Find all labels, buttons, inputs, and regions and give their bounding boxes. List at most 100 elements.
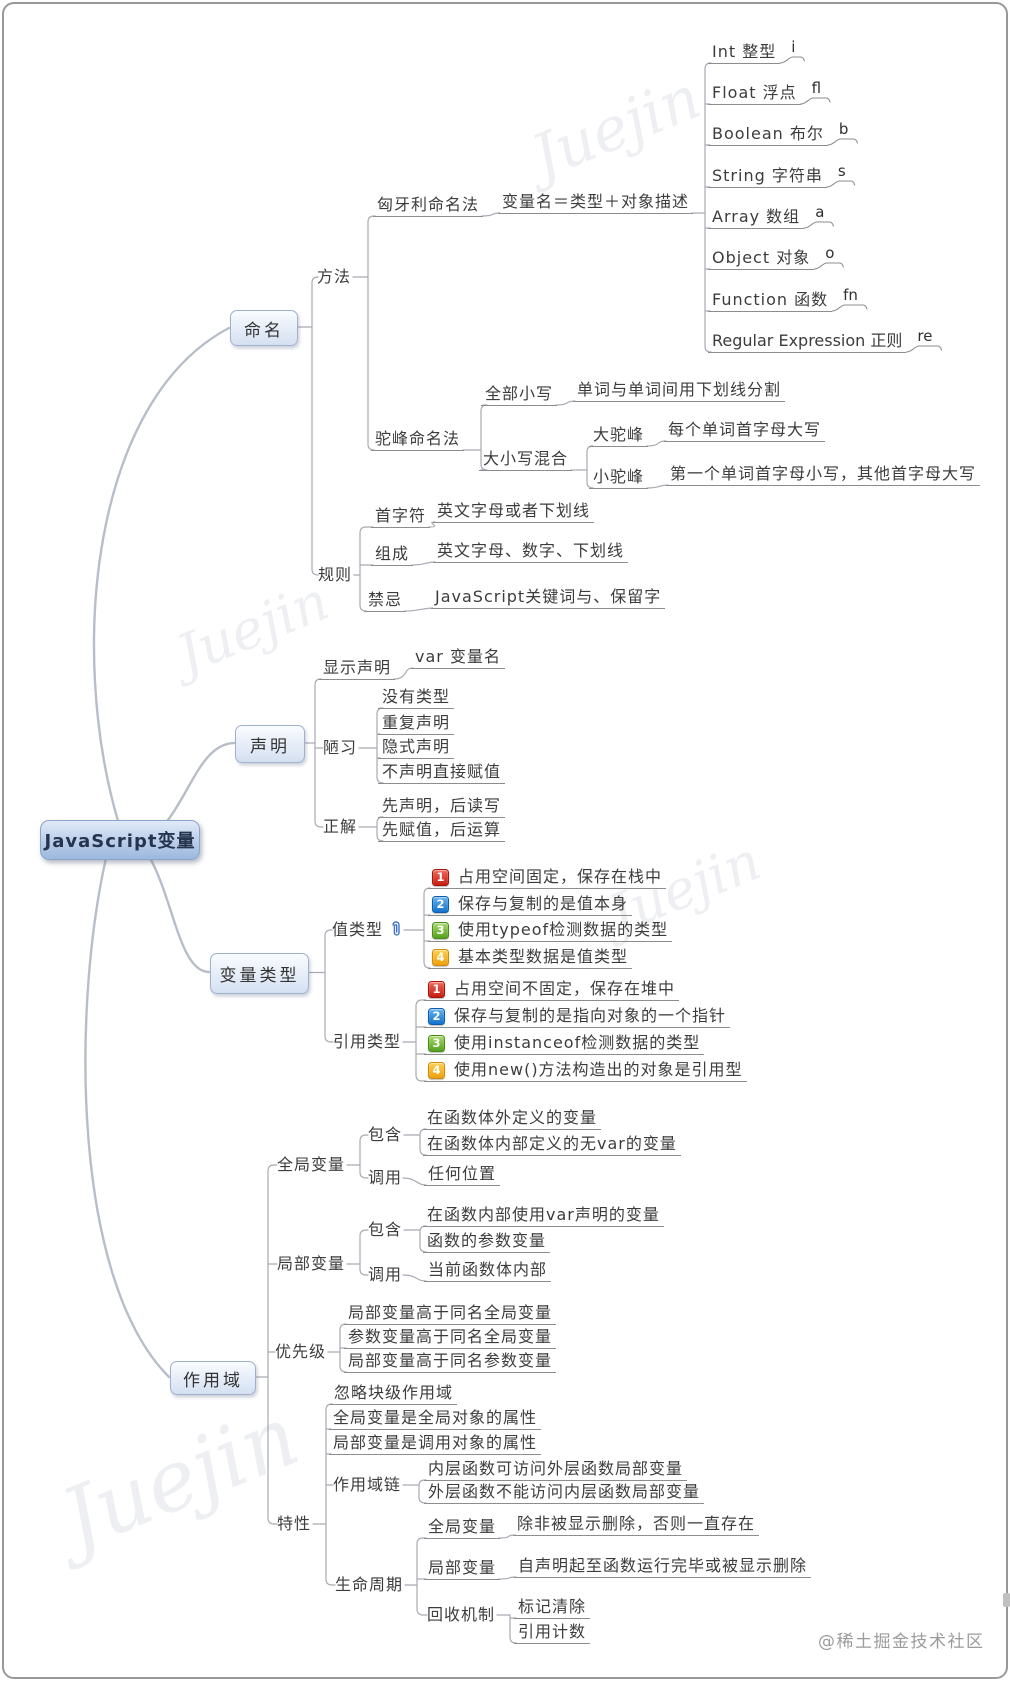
node-taboo-desc[interactable]: JavaScript关键词与、保留字 bbox=[431, 587, 666, 609]
node-f1[interactable]: 忽略块级作用域 bbox=[330, 1383, 458, 1405]
node-lc-global-desc[interactable]: 除非被显示删除，否则一直存在 bbox=[513, 1515, 760, 1536]
node-l-c2[interactable]: 函数的参数变量 bbox=[423, 1232, 551, 1253]
node-chain1[interactable]: 内层函数可访问外层函数局部变量 bbox=[424, 1460, 688, 1481]
node-text: 大小写混合 bbox=[483, 449, 569, 468]
node-type-string[interactable]: String 字符串 bbox=[708, 167, 827, 188]
node-l-c1[interactable]: 在函数内部使用var声明的变量 bbox=[423, 1206, 664, 1227]
node-chain2[interactable]: 外层函数不能访问内层函数局部变量 bbox=[424, 1483, 705, 1504]
node-f3[interactable]: 局部变量是调用对象的属性 bbox=[329, 1433, 542, 1455]
node-text: 重复声明 bbox=[382, 713, 451, 732]
node-text: 调用 bbox=[368, 1168, 403, 1187]
node-priority[interactable]: 优先级 bbox=[273, 1342, 328, 1361]
node-text: JavaScript关键词与、保留字 bbox=[435, 587, 662, 606]
node-g-call-desc[interactable]: 任何位置 bbox=[424, 1165, 501, 1186]
node-text: 当前函数体内部 bbox=[428, 1260, 548, 1279]
node-explicit-desc[interactable]: var 变量名 bbox=[411, 648, 505, 669]
node-g-contain[interactable]: 包含 bbox=[366, 1125, 404, 1144]
node-lc-local[interactable]: 局部变量 bbox=[424, 1558, 501, 1580]
node-f2[interactable]: 全局变量是全局对象的属性 bbox=[329, 1408, 542, 1430]
node-text: 单词与单词间用下划线分割 bbox=[577, 380, 782, 399]
node-correct2[interactable]: 先赋值，后运算 bbox=[378, 821, 506, 842]
node-hungarian[interactable]: 匈牙利命名法 bbox=[373, 196, 484, 217]
node-type-array[interactable]: Array 数组 bbox=[708, 208, 805, 229]
node-upper-camel-desc[interactable]: 每个单词首字母大写 bbox=[664, 421, 826, 442]
node-lifecycle[interactable]: 生命周期 bbox=[333, 1575, 405, 1594]
node-taboo[interactable]: 禁忌 bbox=[364, 591, 407, 612]
node-compose[interactable]: 组成 bbox=[371, 545, 414, 566]
node-type-float[interactable]: Float 浮点 bbox=[708, 84, 801, 105]
node-l-contain[interactable]: 包含 bbox=[366, 1220, 404, 1239]
node-text: 忽略块级作用域 bbox=[334, 1383, 454, 1402]
node-type-int[interactable]: Int 整型 bbox=[708, 43, 781, 64]
topic-naming[interactable]: 命名 bbox=[230, 310, 298, 346]
node-text: 局部变量 bbox=[428, 1558, 497, 1577]
node-text: 全局变量是全局对象的属性 bbox=[333, 1408, 538, 1427]
node-gc[interactable]: 回收机制 bbox=[425, 1605, 497, 1624]
node-bad3[interactable]: 隐式声明 bbox=[378, 738, 455, 759]
node-compose-desc[interactable]: 英文字母、数字、下划线 bbox=[433, 542, 629, 563]
node-p3[interactable]: 局部变量高于同名参数变量 bbox=[344, 1352, 557, 1373]
node-explicit[interactable]: 显示声明 bbox=[319, 659, 396, 680]
node-upper-camel[interactable]: 大驼峰 bbox=[589, 426, 649, 447]
node-type-function[interactable]: Function 函数 bbox=[708, 291, 833, 312]
topic-variable-types[interactable]: 变量类型 bbox=[210, 953, 309, 994]
node-camel[interactable]: 驼峰命名法 bbox=[371, 430, 465, 451]
node-bad4[interactable]: 不声明直接赋值 bbox=[378, 763, 506, 784]
node-text: 正解 bbox=[323, 817, 358, 836]
numbered-marker-4: 4 bbox=[428, 1062, 445, 1079]
node-varpattern[interactable]: 变量名＝类型＋对象描述 bbox=[498, 193, 694, 214]
node-reftype[interactable]: 引用类型 bbox=[331, 1032, 403, 1051]
node-g-call[interactable]: 调用 bbox=[366, 1168, 404, 1187]
node-gc1[interactable]: 标记清除 bbox=[514, 1598, 591, 1619]
node-l-call[interactable]: 调用 bbox=[366, 1265, 404, 1284]
node-global[interactable]: 全局变量 bbox=[275, 1155, 347, 1174]
node-badhabit[interactable]: 陋习 bbox=[321, 738, 359, 757]
node-method[interactable]: 方法 bbox=[315, 267, 353, 286]
topic-scope[interactable]: 作用域 bbox=[170, 1361, 256, 1395]
node-firstchar-desc[interactable]: 英文字母或者下划线 bbox=[433, 502, 595, 523]
node-lower-camel[interactable]: 小驼峰 bbox=[589, 468, 649, 489]
node-p1[interactable]: 局部变量高于同名全局变量 bbox=[344, 1304, 557, 1325]
node-type-object[interactable]: Object 对象 bbox=[708, 249, 815, 270]
node-g-c2[interactable]: 在函数体内部定义的无var的变量 bbox=[423, 1135, 681, 1156]
node-l-call-desc[interactable]: 当前函数体内部 bbox=[424, 1260, 552, 1282]
prefix-label: o bbox=[825, 244, 835, 262]
node-type-regexp[interactable]: Regular Expression 正则 bbox=[708, 332, 907, 353]
numbered-marker-4: 4 bbox=[432, 949, 449, 966]
node-g-c1[interactable]: 在函数体外定义的变量 bbox=[423, 1109, 602, 1130]
node-chain[interactable]: 作用域链 bbox=[331, 1475, 403, 1494]
topic-declaration[interactable]: 声明 bbox=[235, 725, 305, 763]
node-rule[interactable]: 规则 bbox=[316, 565, 354, 584]
node-bad2[interactable]: 重复声明 bbox=[378, 713, 455, 735]
node-firstchar[interactable]: 首字符 bbox=[371, 507, 431, 528]
node-lower-desc[interactable]: 单词与单词间用下划线分割 bbox=[573, 380, 786, 402]
node-text: 在函数内部使用var声明的变量 bbox=[427, 1205, 660, 1224]
node-mixed[interactable]: 大小写混合 bbox=[479, 449, 573, 471]
node-lc-local-desc[interactable]: 自声明起至函数运行完毕或被显示删除 bbox=[514, 1557, 812, 1578]
node-correct1[interactable]: 先声明，后读写 bbox=[378, 797, 506, 818]
root-topic[interactable]: JavaScript变量 bbox=[40, 820, 200, 860]
node-lower[interactable]: 全部小写 bbox=[481, 385, 558, 406]
node-text: Float 浮点 bbox=[712, 83, 797, 102]
node-lower-camel-desc[interactable]: 第一个单词首字母小写，其他首字母大写 bbox=[666, 465, 981, 486]
node-valuetype[interactable]: 值类型 bbox=[330, 920, 404, 939]
node-local[interactable]: 局部变量 bbox=[275, 1254, 347, 1273]
node-correct[interactable]: 正解 bbox=[321, 817, 359, 836]
node-lc-global[interactable]: 全局变量 bbox=[424, 1518, 501, 1539]
node-p2[interactable]: 参数变量高于同名全局变量 bbox=[344, 1328, 557, 1349]
node-text: 局部变量是调用对象的属性 bbox=[333, 1433, 538, 1452]
prefix-label: i bbox=[791, 38, 796, 56]
node-gc2[interactable]: 引用计数 bbox=[514, 1623, 591, 1644]
node-bad1[interactable]: 没有类型 bbox=[378, 688, 455, 709]
node-type-boolean[interactable]: Boolean 布尔 bbox=[708, 125, 828, 146]
node-feature[interactable]: 特性 bbox=[275, 1514, 313, 1533]
